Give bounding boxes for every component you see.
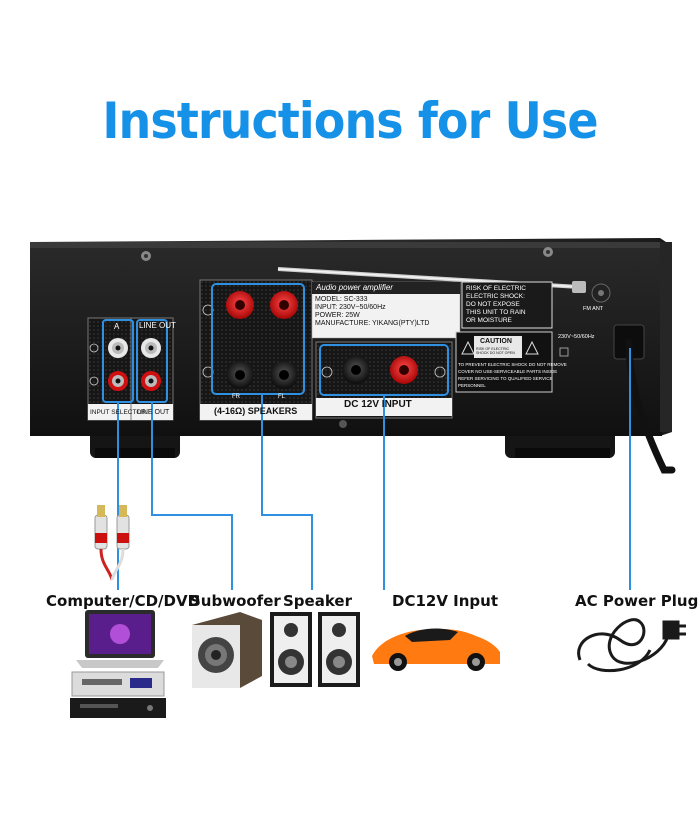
ac-plug-label: AC Power Plug: [575, 592, 699, 610]
caution-label: [455, 331, 553, 393]
line-out-label-bottom: LINE OUT: [137, 409, 170, 416]
spec-plate: [311, 281, 553, 339]
risk-line: THIS UNIT TO RAIN: [466, 309, 526, 316]
laptop-icon: [76, 610, 164, 668]
speaker-terminal-panel: [199, 279, 313, 421]
rca-jack-lineout-r: [141, 371, 161, 391]
ac-power-cable-icon: [577, 618, 686, 673]
sports-car-icon: [372, 628, 500, 671]
spec-lines: MODEL: SC-333 INPUT: 230V~50/60Hz POWER:…: [315, 296, 429, 328]
spec-line: MODEL: SC-333: [315, 296, 368, 303]
ac-rating-label: 230V~50/60Hz: [558, 334, 595, 340]
spec-line: POWER: 25W: [315, 312, 360, 319]
rca-jack-lineout-l: [141, 338, 161, 358]
risk-line: ELECTRIC SHOCK:: [466, 293, 525, 300]
spec-line: MANUFACTURE: YIKANG(PTY)LTD: [315, 320, 430, 327]
cd-player-icon: [70, 671, 166, 718]
caution-title: CAUTION: [480, 338, 512, 345]
subwoofer-icon: [192, 612, 262, 688]
bookshelf-speaker-left-icon: [270, 612, 312, 687]
speaker-label: Speaker: [283, 592, 352, 610]
speakers-label: (4-16Ω) SPEAKERS: [214, 406, 298, 416]
speaker-post-fl-positive: [270, 291, 298, 319]
dc-post-positive: [390, 356, 418, 384]
risk-line: OR MOISTURE: [466, 317, 512, 324]
speaker-post-fr-positive: [226, 291, 254, 319]
computer-label: Computer/CD/DVD: [46, 592, 201, 610]
rca-jack-input-r: [108, 371, 128, 391]
warning-line: COVER NO USE-SERVICEABLE PARTS INSIDE: [458, 369, 558, 374]
bookshelf-speaker-right-icon: [318, 612, 360, 687]
warning-line: TO PREVENT ELECTRIC SHOCK DO NOT REMOVE: [458, 362, 567, 367]
speaker-post-fr-negative: [226, 361, 254, 389]
input-a-label: A: [114, 322, 120, 331]
spec-title: Audio power amplifier: [316, 283, 393, 292]
fr-label: FR: [232, 394, 240, 400]
risk-line: RISK OF ELECTRIC: [466, 285, 526, 292]
warning-lines: TO PREVENT ELECTRIC SHOCK DO NOT REMOVE …: [458, 361, 567, 389]
rca-jack-input-l: [108, 338, 128, 358]
dc-input-label: DC 12V INPUT: [344, 399, 412, 410]
rca-cable-icon: [94, 505, 130, 581]
fm-ant-label: FM ANT: [583, 306, 604, 312]
risk-lines: RISK OF ELECTRIC ELECTRIC SHOCK: DO NOT …: [466, 285, 526, 325]
warning-line: REFER SERVICING TO QUALIFIED SERVICE: [458, 376, 553, 381]
input-selector-label: INPUT SELECTOR: [90, 409, 147, 416]
line-out-label-top: LINE OUT: [139, 321, 176, 330]
spec-line: INPUT: 230V~50/60Hz: [315, 304, 386, 311]
connector-lines: [117, 348, 631, 590]
speaker-post-fl-negative: [270, 361, 298, 389]
dc-input-connection-label: DC12V Input: [392, 592, 499, 610]
rca-input-panel: [87, 317, 174, 421]
caution-subtitle: RISK OF ELECTRIC SHOCK DO NOT OPEN: [476, 347, 515, 355]
risk-line: DO NOT EXPOSE: [466, 301, 520, 308]
page-title: Instructions for Use: [102, 92, 598, 150]
dc-post-negative: [342, 356, 370, 384]
warning-line: PERSONNEL: [458, 383, 486, 388]
fl-label: FL: [278, 394, 286, 400]
subwoofer-label: Subwoofer: [190, 592, 281, 610]
